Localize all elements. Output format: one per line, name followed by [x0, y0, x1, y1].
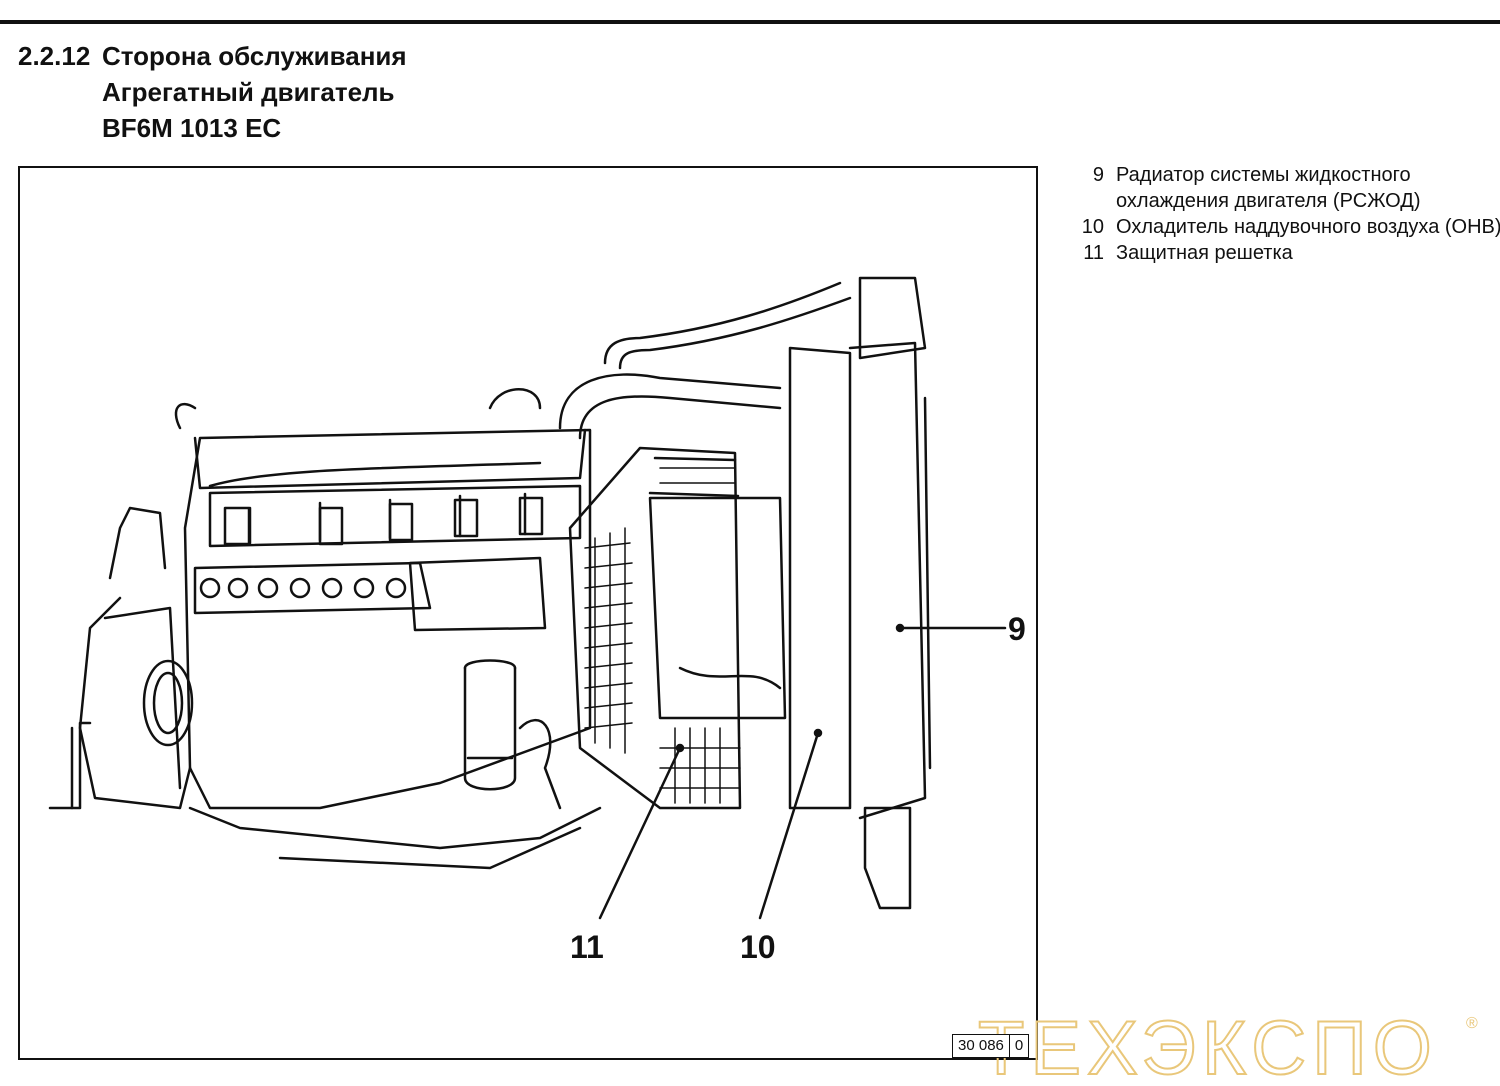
figure-code-part1: 30 086 — [958, 1037, 1004, 1054]
callout-9-dot — [895, 623, 905, 633]
callout-11-leader — [598, 746, 682, 920]
oil-filter — [463, 659, 562, 810]
section-title-line1: Сторона обслуживания — [102, 41, 407, 71]
watermark-text: ТЕХЭКСПО — [978, 1006, 1438, 1080]
figure-code-part2: 0 — [1008, 1035, 1028, 1057]
legend-item: 9 Радиатор системы жидкостного охлаждени… — [1068, 162, 1500, 214]
section-title-line3: BF6M 1013 EC — [102, 113, 282, 143]
callout-10-label: 10 — [740, 929, 776, 965]
callout-9-label: 9 — [1008, 611, 1026, 647]
cylinder-head — [174, 402, 587, 632]
callout-leaders — [598, 623, 1007, 920]
legend-item-number: 10 — [1081, 216, 1104, 238]
engine-drawing: 9 10 11 — [48, 276, 1026, 965]
legend-item: 11 Защитная решетка — [1068, 240, 1500, 266]
section-heading: 2.2.12 Сторона обслуживания Агрегатный дв… — [18, 38, 407, 146]
section-title-line2: Агрегатный двигатель — [102, 77, 395, 107]
intake-pipes — [488, 281, 852, 440]
radiator — [788, 276, 932, 910]
legend-item: 10 Охладитель наддувочного воздуха (ОНВ) — [1068, 214, 1500, 240]
legend-item-number: 9 — [1092, 164, 1104, 186]
legend-item-text: Радиатор системы жидкостного охлаждения … — [1116, 164, 1421, 212]
engine-block — [48, 428, 602, 870]
registered-mark: ® — [1466, 1015, 1478, 1032]
callout-11-dot — [675, 743, 685, 753]
figure-code: 30 086 0 — [952, 1034, 1030, 1058]
callout-11-label: 11 — [570, 929, 604, 965]
protective-grid — [568, 446, 787, 810]
legend-item-number: 11 — [1083, 242, 1104, 264]
engine-figure: 9 10 11 — [18, 166, 1038, 1060]
callout-10-dot — [813, 728, 823, 738]
parts-legend: 9 Радиатор системы жидкостного охлаждени… — [1068, 162, 1500, 266]
callout-10-leader — [758, 731, 820, 920]
legend-item-text: Защитная решетка — [1116, 242, 1293, 264]
top-rule — [0, 20, 1500, 24]
watermark-logo: ТЕХЭКСПО ® — [978, 1005, 1478, 1080]
section-number: 2.2.12 — [18, 41, 91, 71]
legend-item-text: Охладитель наддувочного воздуха (ОНВ) — [1116, 216, 1500, 238]
